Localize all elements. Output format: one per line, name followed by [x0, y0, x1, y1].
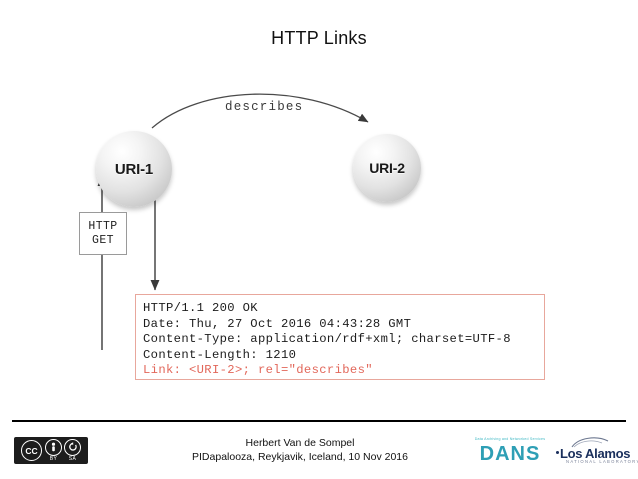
response-line: Content-Type: application/rdf+xml; chars…: [143, 332, 511, 347]
person-glyph: [51, 442, 56, 452]
los-alamos-wordmark: Los Alamos: [560, 446, 631, 461]
response-line: Content-Length: 1210: [143, 347, 297, 362]
node-uri-2[interactable]: URI-2: [353, 134, 421, 202]
http-get-line-2: GET: [92, 233, 114, 247]
cc-by-label: BY: [49, 456, 58, 463]
dans-logo[interactable]: Data Archiving and Networked Services DA…: [474, 437, 546, 467]
node-uri-1-label: URI-1: [114, 160, 154, 178]
footer-event: PIDapalooza, Reykjavik, Iceland, 10 Nov …: [192, 451, 408, 463]
los-alamos-swoosh-icon: [571, 437, 609, 448]
los-alamos-dot-icon: [556, 451, 559, 454]
cc-text: CC: [25, 445, 38, 456]
cc-circle-icon: CC: [21, 440, 42, 461]
share-alike-glyph: [68, 442, 77, 451]
cc-by-sa-badge-icon[interactable]: CC BY SA: [14, 437, 88, 464]
share-alike-icon: [64, 438, 81, 456]
person-icon: [45, 438, 62, 456]
los-alamos-tagline: NATIONAL LABORATORY: [566, 459, 638, 464]
response-link-header: Link: <URI-2>; rel="describes": [143, 363, 373, 378]
cc-sa-mark: SA: [64, 438, 81, 463]
http-get-box: HTTP GET: [79, 212, 127, 255]
http-response-box: HTTP/1.1 200 OK Date: Thu, 27 Oct 2016 0…: [135, 294, 545, 380]
http-links-diagram: URI-1 URI-2 describes HTTP GET HTTP/1.1 …: [0, 60, 638, 400]
footer-divider: [12, 420, 626, 422]
los-alamos-logo[interactable]: Los Alamos NATIONAL LABORATORY: [556, 436, 638, 467]
response-line: Date: Thu, 27 Oct 2016 04:43:28 GMT: [143, 316, 412, 331]
describes-edge-label: describes: [221, 100, 308, 114]
cc-by-mark: BY: [45, 438, 62, 463]
describes-arrow: [151, 93, 369, 129]
slide-footer: Herbert Van de Sompel PIDapalooza, Reykj…: [0, 424, 638, 479]
node-uri-2-label: URI-2: [369, 160, 405, 176]
response-line: HTTP/1.1 200 OK: [143, 301, 258, 315]
cc-sa-label: SA: [68, 456, 77, 463]
page-title: HTTP Links: [271, 28, 367, 48]
footer-attribution: Herbert Van de Sompel PIDapalooza, Reykj…: [120, 436, 480, 464]
dans-tagline: Data Archiving and Networked Services: [474, 437, 546, 441]
http-get-line-1: HTTP: [88, 219, 118, 233]
cc-logo-icon: CC: [21, 440, 42, 461]
dans-wordmark: DANS: [479, 443, 541, 465]
cc-clause-group: BY SA: [45, 438, 81, 463]
node-uri-1[interactable]: URI-1: [96, 131, 172, 207]
footer-author: Herbert Van de Sompel: [245, 437, 355, 449]
